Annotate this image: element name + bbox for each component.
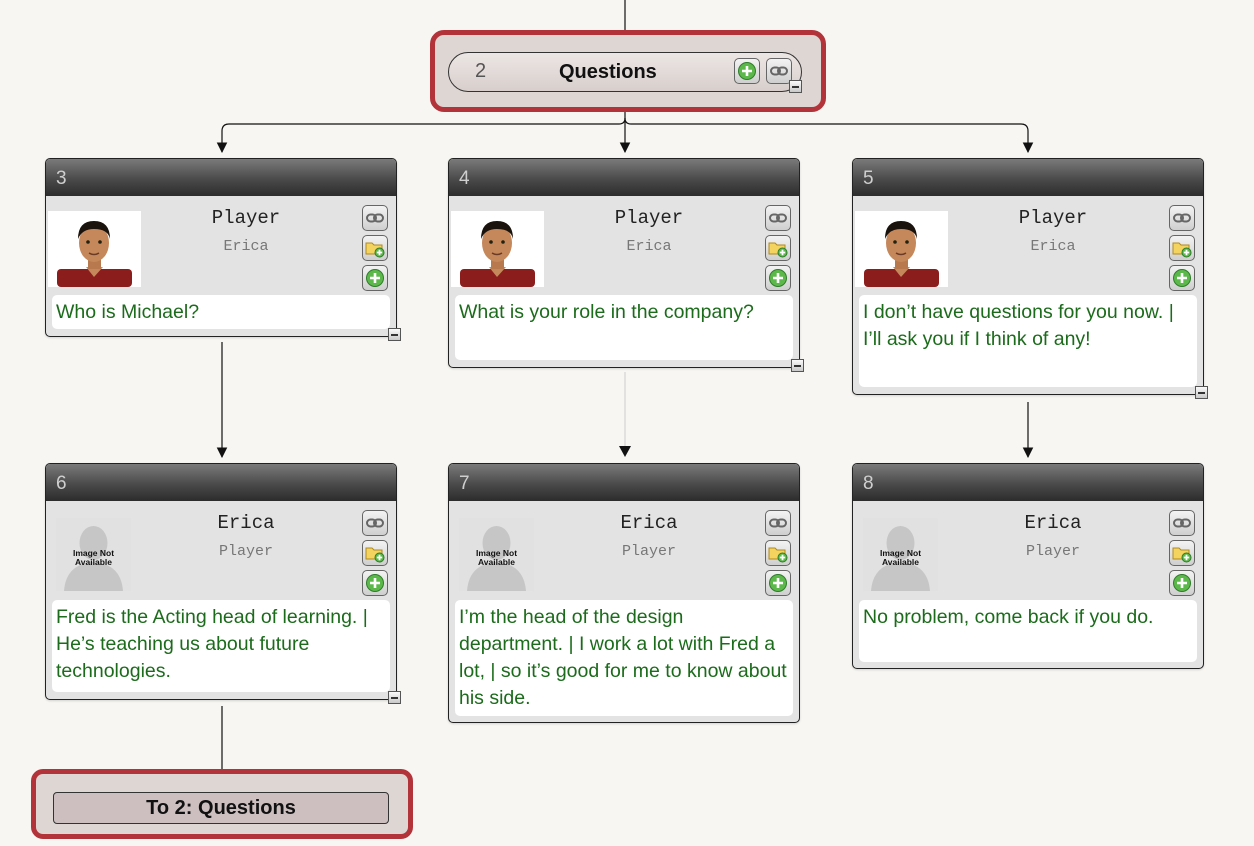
add-folder-button[interactable] xyxy=(362,540,388,566)
link-button[interactable] xyxy=(765,205,791,231)
image-not-available-label: Image Not Available xyxy=(879,548,922,567)
dialogue-text[interactable]: Who is Michael? xyxy=(52,295,390,329)
link-icon xyxy=(769,518,787,528)
image-not-available-placeholder: Image Not Available xyxy=(459,518,534,591)
link-button[interactable] xyxy=(1169,205,1195,231)
hub-link-button[interactable] xyxy=(766,58,792,84)
add-folder-icon xyxy=(1172,547,1192,563)
add-icon xyxy=(738,62,756,80)
add-folder-button[interactable] xyxy=(765,235,791,261)
speaker-name: Player xyxy=(614,207,684,229)
link-icon xyxy=(769,213,787,223)
link-icon xyxy=(1173,213,1191,223)
add-button[interactable] xyxy=(765,570,791,596)
add-icon xyxy=(769,269,787,287)
listener-name: Erica xyxy=(1030,238,1076,255)
player-avatar xyxy=(48,211,141,287)
add-folder-button[interactable] xyxy=(765,540,791,566)
add-folder-button[interactable] xyxy=(362,235,388,261)
add-button[interactable] xyxy=(1169,570,1195,596)
add-icon xyxy=(769,574,787,592)
dialogue-text[interactable]: I’m the head of the design department. |… xyxy=(455,600,793,716)
listener-name: Player xyxy=(1025,543,1080,560)
listener-name: Player xyxy=(218,543,273,560)
link-icon xyxy=(1173,518,1191,528)
speaker-name: Erica xyxy=(217,512,275,534)
dialogue-node-3[interactable]: 3 Player Erica Who is Michael? xyxy=(45,158,401,341)
speaker-name: Erica xyxy=(620,512,678,534)
add-folder-icon xyxy=(365,242,385,258)
add-icon xyxy=(1173,269,1191,287)
add-folder-icon xyxy=(768,242,788,258)
hub-collapse-button[interactable] xyxy=(789,80,802,93)
add-button[interactable] xyxy=(765,265,791,291)
image-not-available-placeholder: Image Not Available xyxy=(863,518,938,591)
collapse-button[interactable] xyxy=(791,359,804,372)
add-folder-button[interactable] xyxy=(1169,540,1195,566)
collapse-button[interactable] xyxy=(388,328,401,341)
hub-number: 2 xyxy=(475,60,487,82)
add-button[interactable] xyxy=(362,265,388,291)
node-number: 5 xyxy=(853,159,1203,196)
image-not-available-placeholder: Image Not Available xyxy=(56,518,131,591)
link-button[interactable] xyxy=(362,205,388,231)
speaker-name: Player xyxy=(211,207,281,229)
image-not-available-label: Image Not Available xyxy=(475,548,518,567)
link-button[interactable] xyxy=(1169,510,1195,536)
node-number: 6 xyxy=(46,464,396,501)
add-folder-icon xyxy=(768,547,788,563)
dialogue-node-8[interactable]: 8 Image Not Available Erica Player No pr… xyxy=(852,463,1204,669)
dialogue-node-5[interactable]: 5 Player Erica I don’t have questions fo… xyxy=(852,158,1208,399)
add-button[interactable] xyxy=(362,570,388,596)
listener-name: Erica xyxy=(223,238,269,255)
dialogue-text[interactable]: No problem, come back if you do. xyxy=(859,600,1197,662)
image-not-available-label: Image Not Available xyxy=(72,548,115,567)
link-icon xyxy=(366,213,384,223)
player-avatar xyxy=(451,211,544,287)
node-number: 7 xyxy=(449,464,799,501)
speaker-name: Player xyxy=(1018,207,1088,229)
node-number: 3 xyxy=(46,159,396,196)
dialogue-text[interactable]: Fred is the Acting head of learning. | H… xyxy=(52,600,390,692)
node-number: 8 xyxy=(853,464,1203,501)
listener-name: Erica xyxy=(626,238,672,255)
add-folder-icon xyxy=(1172,242,1192,258)
return-to-questions-node[interactable]: To 2: Questions xyxy=(53,792,389,824)
listener-name: Player xyxy=(621,543,676,560)
add-icon xyxy=(366,574,384,592)
link-icon xyxy=(366,518,384,528)
player-avatar xyxy=(855,211,948,287)
add-folder-button[interactable] xyxy=(1169,235,1195,261)
add-icon xyxy=(1173,574,1191,592)
add-icon xyxy=(366,269,384,287)
dialogue-node-7[interactable]: 7 Image Not Available Erica Player I’m t… xyxy=(448,463,800,723)
add-folder-icon xyxy=(365,547,385,563)
link-icon xyxy=(770,66,788,76)
node-number: 4 xyxy=(449,159,799,196)
dialogue-text[interactable]: What is your role in the company? xyxy=(455,295,793,360)
collapse-button[interactable] xyxy=(388,691,401,704)
add-button[interactable] xyxy=(1169,265,1195,291)
link-button[interactable] xyxy=(765,510,791,536)
link-button[interactable] xyxy=(362,510,388,536)
dialogue-text[interactable]: I don’t have questions for you now. | I’… xyxy=(859,295,1197,387)
speaker-name: Erica xyxy=(1024,512,1082,534)
hub-add-button[interactable] xyxy=(734,58,760,84)
dialogue-node-4[interactable]: 4 Player Erica What is your role in the … xyxy=(448,158,804,372)
hub-title: Questions xyxy=(559,61,657,83)
collapse-button[interactable] xyxy=(1195,386,1208,399)
dialogue-node-6[interactable]: 6 Image Not Available Erica Player Fred … xyxy=(45,463,401,704)
